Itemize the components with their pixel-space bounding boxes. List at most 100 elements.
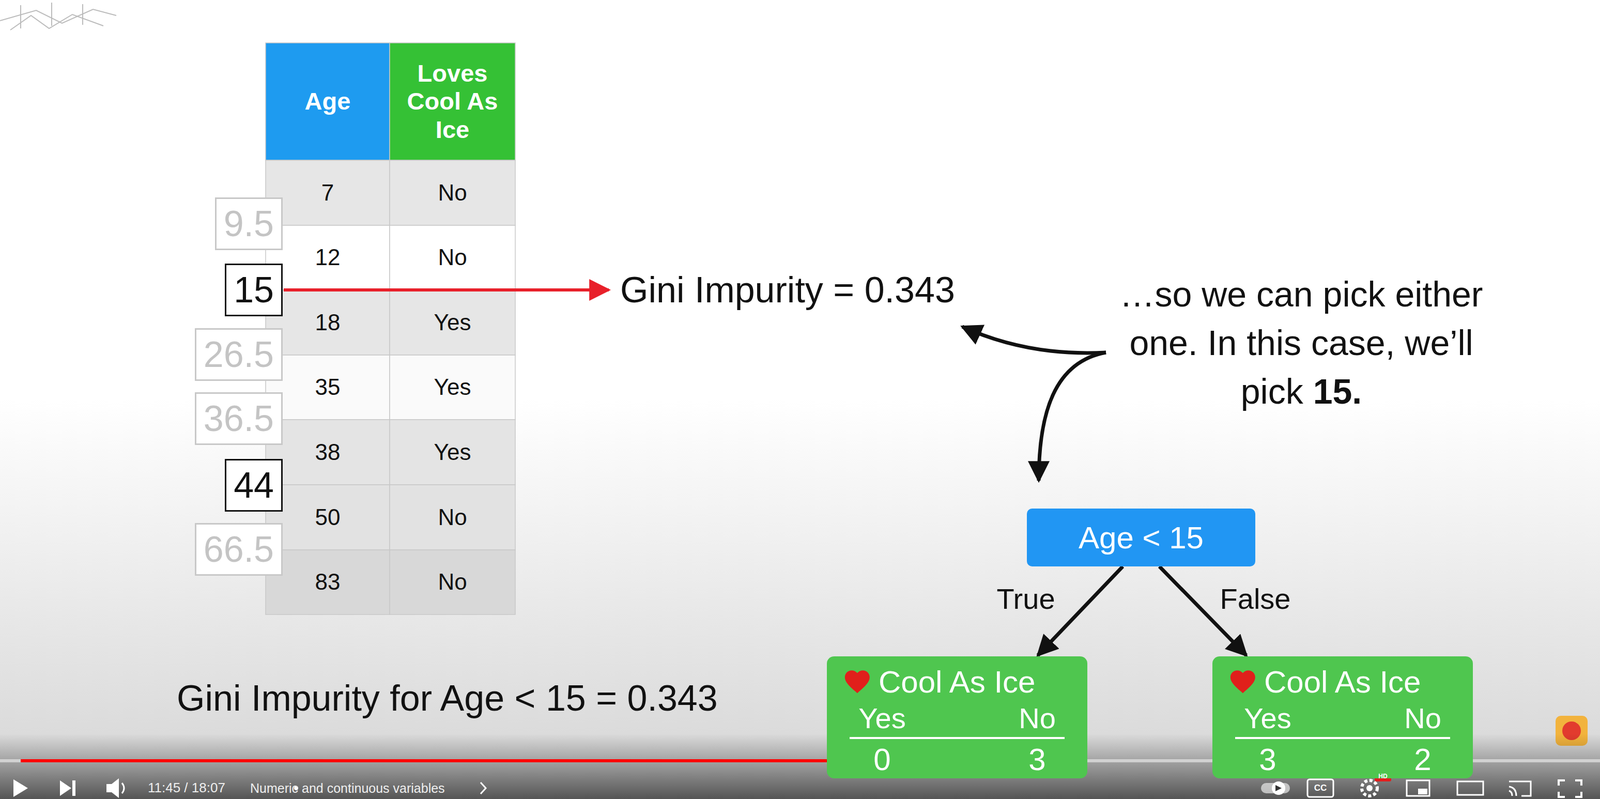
heart-shape: [844, 670, 870, 694]
table-cell: 18: [265, 289, 390, 356]
table-cell: Yes: [389, 355, 516, 421]
note-block: …so we can pick either one. In this case…: [1115, 269, 1488, 416]
threshold-box: 9.5: [214, 197, 283, 251]
split-node: Age < 15: [1026, 508, 1256, 567]
threshold-value: 9.5: [223, 202, 274, 246]
threshold-value: 44: [233, 463, 274, 507]
table-cell: 35: [265, 355, 390, 421]
leaf-node: Cool As IceYes No 0 3: [826, 656, 1088, 779]
data-table: [265, 42, 516, 615]
branch-label: False: [1220, 581, 1291, 616]
doodle-line: [20, 2, 83, 29]
column-header: Yes: [858, 700, 906, 736]
fullscreen-icon: [1558, 780, 1582, 797]
threshold-value: 15: [233, 268, 274, 312]
callout-arrow: [1038, 352, 1106, 481]
autoplay-knob: [1271, 781, 1286, 795]
hd-text: HD: [1374, 772, 1392, 782]
threshold-box: 15: [224, 263, 283, 317]
table-cell: 7: [265, 160, 390, 226]
split-label: Age < 15: [1078, 519, 1204, 556]
table-cell: Yes: [389, 289, 516, 356]
count-value: 3: [1258, 741, 1276, 779]
table-cell: [389, 355, 516, 420]
captions-text: CC: [1307, 779, 1334, 797]
table-cell: [389, 419, 516, 485]
corner-doodle: [0, 2, 117, 30]
volume-wave: [121, 782, 125, 794]
leaf-heading: Cool As Ice: [878, 663, 1036, 701]
header-cell: [265, 42, 390, 161]
doodle-line: [10, 14, 104, 30]
table-cell: [265, 225, 390, 290]
table-cell: Yes: [389, 419, 516, 485]
table-cell: [389, 484, 516, 550]
count-value: 3: [1028, 741, 1046, 779]
table-cell: [389, 225, 516, 290]
table-cell: No: [389, 160, 516, 226]
threshold-box: 66.5: [194, 522, 283, 576]
note-text: …so we can pick either one. In this case…: [1119, 274, 1484, 411]
column-header: Loves Cool As Ice: [394, 42, 511, 161]
cast-icon: [1509, 781, 1531, 796]
table-cell: [265, 160, 390, 226]
column-header: No: [1018, 700, 1056, 736]
volume-icon: [106, 778, 119, 798]
table-cell: [389, 549, 516, 615]
count-value: 0: [873, 741, 891, 779]
threshold-value: 66.5: [203, 527, 274, 572]
table-cell: 83: [265, 549, 390, 615]
leaf-node: Cool As IceYes No 3 2: [1212, 656, 1473, 779]
table-cell: No: [389, 549, 516, 615]
chapter-title: Numeric and continuous variables: [250, 779, 445, 797]
table-cell: 12: [265, 225, 390, 291]
table-cell: No: [389, 484, 516, 550]
column-header: No: [1404, 700, 1442, 736]
threshold-pointer: [283, 288, 609, 292]
leaf-heading: Cool As Ice: [1264, 663, 1422, 701]
table-cell: [265, 289, 390, 356]
chapter-chevron: [480, 782, 486, 794]
heart-icon: [1230, 670, 1256, 694]
doodle-line: [0, 9, 117, 24]
threshold-box: 36.5: [194, 392, 283, 445]
header-cell: [389, 42, 516, 161]
play-icon: [13, 779, 28, 797]
settings-hub: [1366, 785, 1373, 792]
table-cell: [265, 355, 390, 420]
theater-icon: [1457, 781, 1484, 795]
header-rule: [849, 736, 1065, 740]
note-emphasis: 15.: [1313, 371, 1363, 411]
captions-icon: [1307, 779, 1334, 797]
miniplayer-inner: [1418, 788, 1428, 795]
header-rule: [1235, 736, 1451, 740]
table-cell: [389, 160, 516, 226]
table-cell: [265, 549, 390, 615]
threshold-box: 44: [224, 458, 283, 512]
player-time: 11:45 / 18:07: [147, 779, 226, 797]
table-cell: 50: [265, 484, 390, 550]
threshold-value: 36.5: [203, 396, 274, 441]
edge-group: [1037, 566, 1246, 656]
table-cell: [265, 419, 390, 485]
autoplay-play: [1275, 785, 1282, 792]
settings-gear: [1361, 780, 1378, 796]
branch-label: True: [996, 581, 1055, 616]
table-cell: [389, 289, 516, 356]
gini-summary: Gini Impurity for Age < 15 = 0.343: [176, 674, 718, 722]
table-cell: [265, 484, 390, 550]
heart-shape: [1230, 670, 1256, 694]
count-value: 2: [1413, 741, 1432, 779]
table-cell: 38: [265, 419, 390, 485]
threshold-value: 26.5: [203, 332, 274, 377]
next-icon: [59, 780, 76, 796]
column-header: Age: [265, 42, 390, 161]
gini-result: Gini Impurity = 0.343: [620, 266, 956, 314]
callout-arrow: [962, 326, 1106, 353]
heart-icon: [844, 670, 870, 694]
column-header: Yes: [1243, 700, 1291, 736]
threshold-box: 26.5: [194, 328, 283, 381]
